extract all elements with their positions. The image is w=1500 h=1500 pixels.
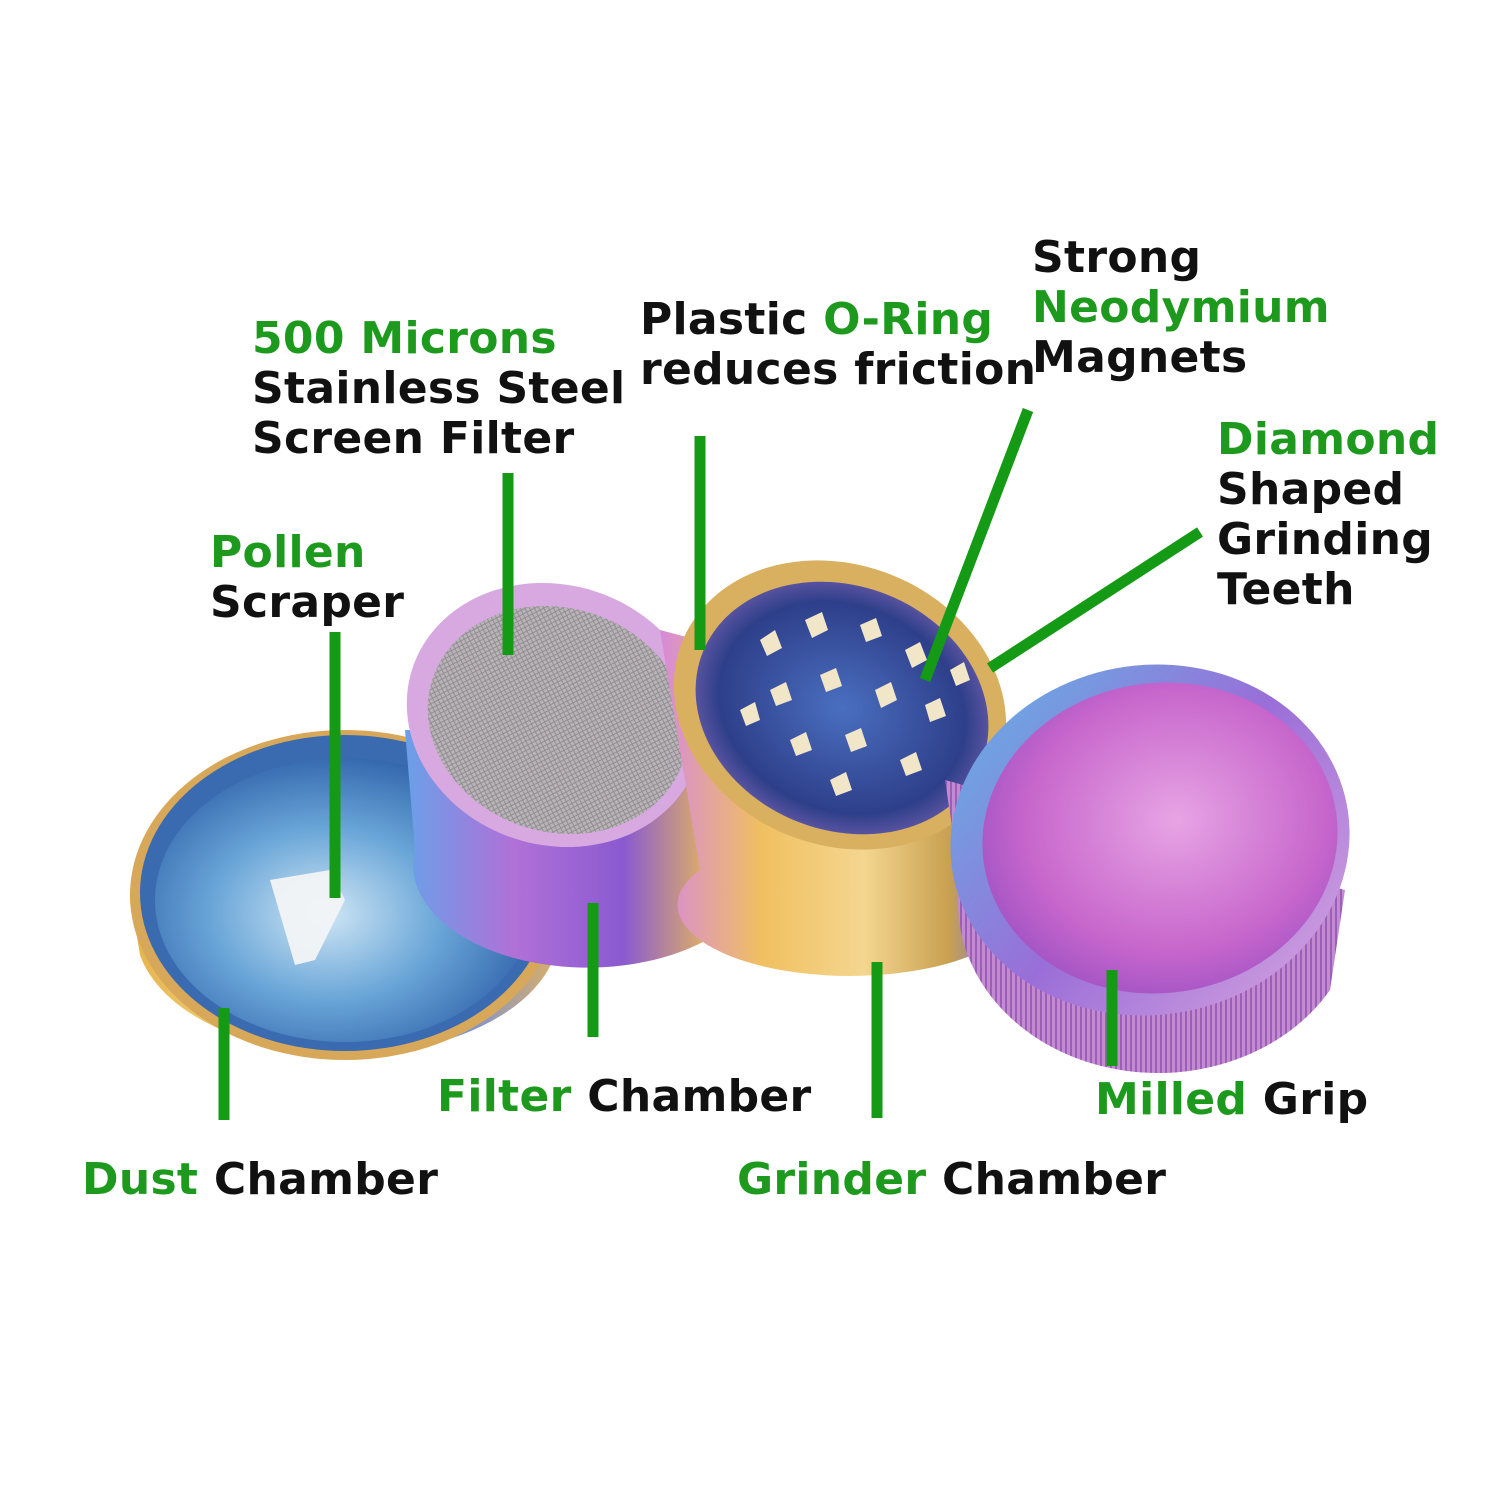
- leader-lines: [218, 408, 1203, 1120]
- grinding-teeth: [740, 612, 970, 796]
- label-magnets: Strong Neodymium Magnets: [1032, 232, 1330, 383]
- label-pollen-scraper: Pollen Scraper: [210, 527, 405, 628]
- pollen-scraper-shape: [270, 870, 345, 965]
- leader-line-teeth: [987, 527, 1203, 673]
- screen-filter-mesh: [427, 605, 689, 835]
- leader-line-magnets: [919, 408, 1034, 682]
- label-grinder-chamber: Grinder Chamber: [737, 1154, 1167, 1205]
- grinder-chamber-piece: [660, 560, 1007, 976]
- label-dust-chamber: Dust Chamber: [82, 1154, 439, 1205]
- label-milled-grip: Milled Grip: [1095, 1074, 1369, 1125]
- lid-piece: [945, 664, 1350, 1074]
- label-filter-chamber: Filter Chamber: [437, 1071, 812, 1122]
- label-teeth: Diamond Shaped Grinding Teeth: [1217, 414, 1440, 615]
- label-screen-filter: 500 Microns Stainless Steel Screen Filte…: [252, 313, 626, 464]
- label-oring: Plastic O-Ring reduces friction: [640, 294, 1037, 395]
